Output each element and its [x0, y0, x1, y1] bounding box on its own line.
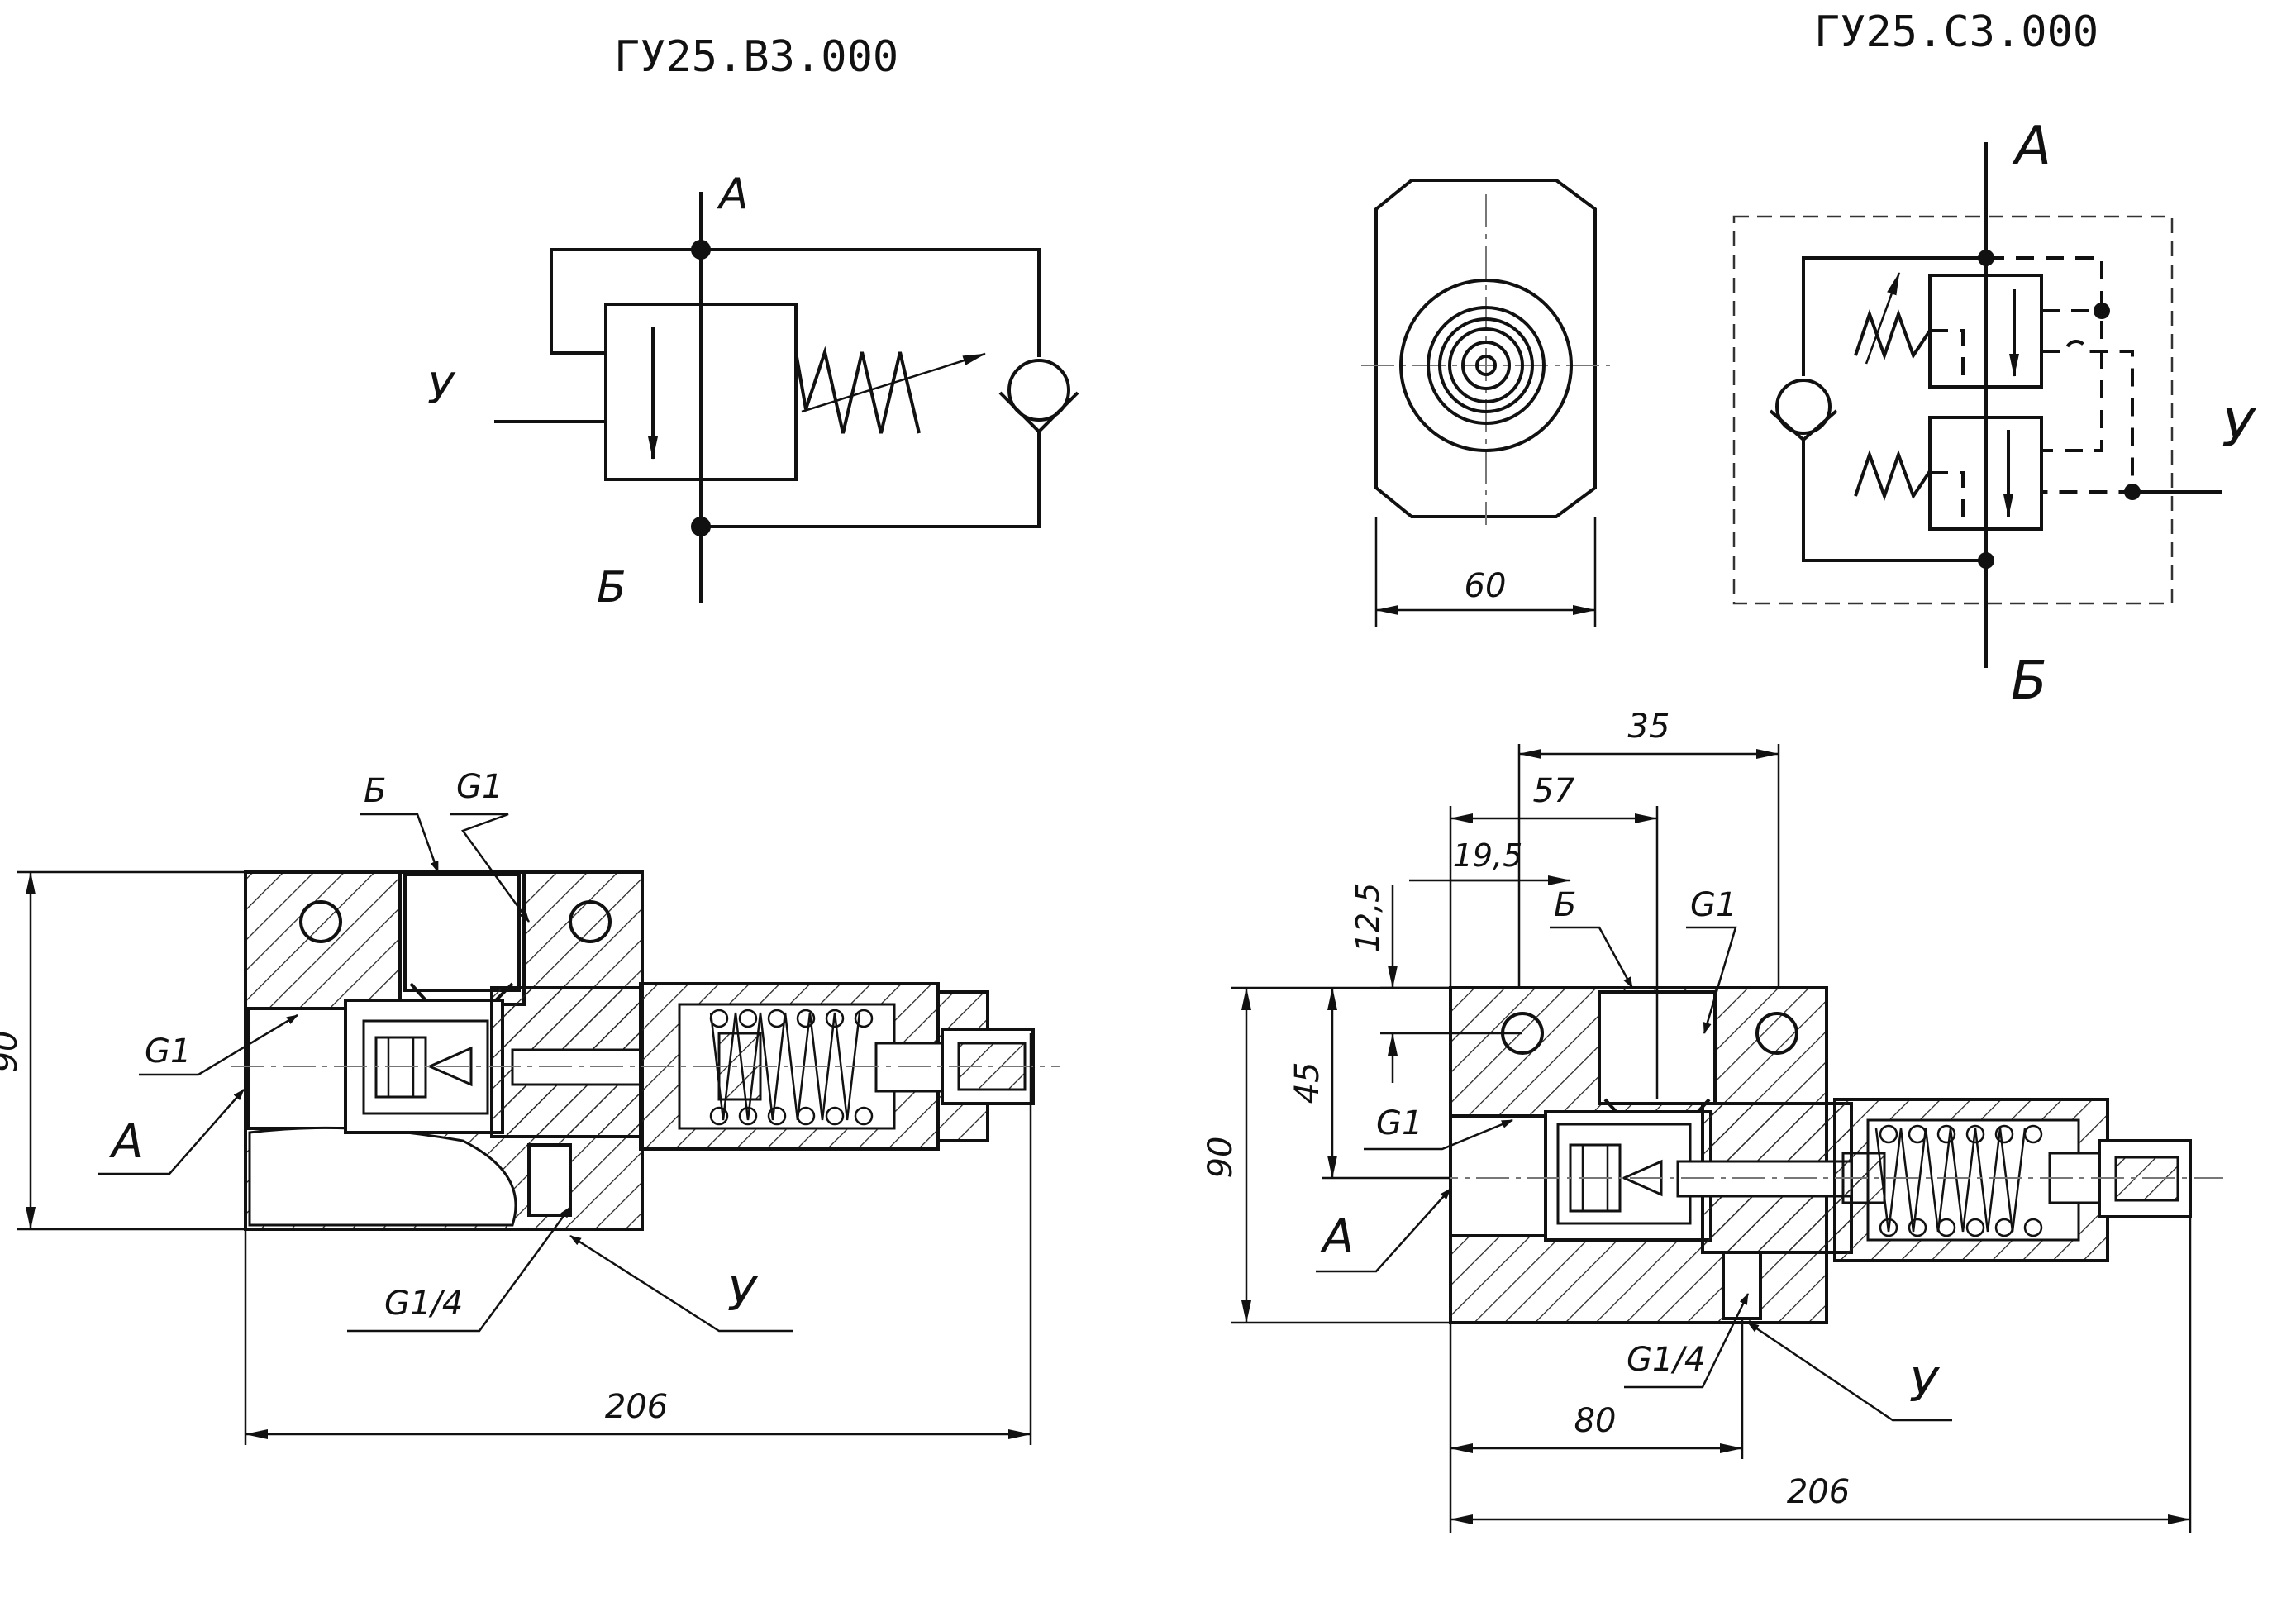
section-right-dim-12-5: 12,5 [1350, 883, 1386, 953]
section-right-length-dim: 206 [1787, 1473, 1850, 1511]
end-view-width-dim: 60 [1465, 567, 1507, 605]
section-right-label-u: У [1909, 1359, 1941, 1413]
section-right-label-a: А [1320, 1210, 1354, 1264]
section-right-height-dim: 90 [1202, 1137, 1240, 1179]
schematic-left-port-u: У [427, 365, 456, 414]
schematic-right: А Б У [1732, 116, 2257, 712]
schematic-left-port-b: Б [597, 563, 626, 613]
end-view: 60 [1361, 179, 1610, 627]
section-right-spring [1874, 1124, 2043, 1237]
section-left-label-u: У [727, 1268, 759, 1322]
section-left-label-a: А [109, 1115, 143, 1169]
section-left-thread-top: G1 [456, 768, 503, 806]
section-right-dim-35: 35 [1628, 708, 1670, 746]
section-right-dim-45: 45 [1289, 1062, 1327, 1104]
section-right-dim-80: 80 [1574, 1402, 1617, 1440]
schematic-right-port-u: У [2222, 398, 2257, 460]
section-left-thread-drain: G1/4 [384, 1285, 463, 1323]
section-view-left: 90 206 Б G1 G1 А G1/4 У [0, 768, 1060, 1445]
designation-left: ГУ25.В3.000 [614, 32, 898, 82]
section-left-label-b: Б [364, 772, 386, 810]
schematic-left: А Б У [427, 169, 1079, 613]
section-right-label-b: Б [1554, 886, 1576, 924]
section-right-dim-19-5: 19,5 [1453, 837, 1523, 874]
section-left-height-dim: 90 [0, 1031, 25, 1073]
section-right-dim-57: 57 [1533, 772, 1575, 810]
schematic-left-port-a: А [717, 169, 749, 219]
schematic-right-port-b: Б [2011, 651, 2047, 712]
section-left-length-dim: 206 [605, 1388, 668, 1426]
schematic-right-port-a: А [2012, 116, 2051, 177]
section-right-thread-top: G1 [1690, 886, 1736, 924]
section-left-spring [709, 1009, 874, 1126]
designation-right: ГУ25.С3.000 [1814, 7, 2098, 57]
section-left-thread-side: G1 [145, 1032, 191, 1071]
section-view-right: 35 57 19,5 12,5 45 90 80 206 Б G1 G1 [1202, 708, 2223, 1533]
section-right-thread-drain: G1/4 [1627, 1341, 1705, 1379]
section-right-thread-side: G1 [1376, 1104, 1422, 1142]
